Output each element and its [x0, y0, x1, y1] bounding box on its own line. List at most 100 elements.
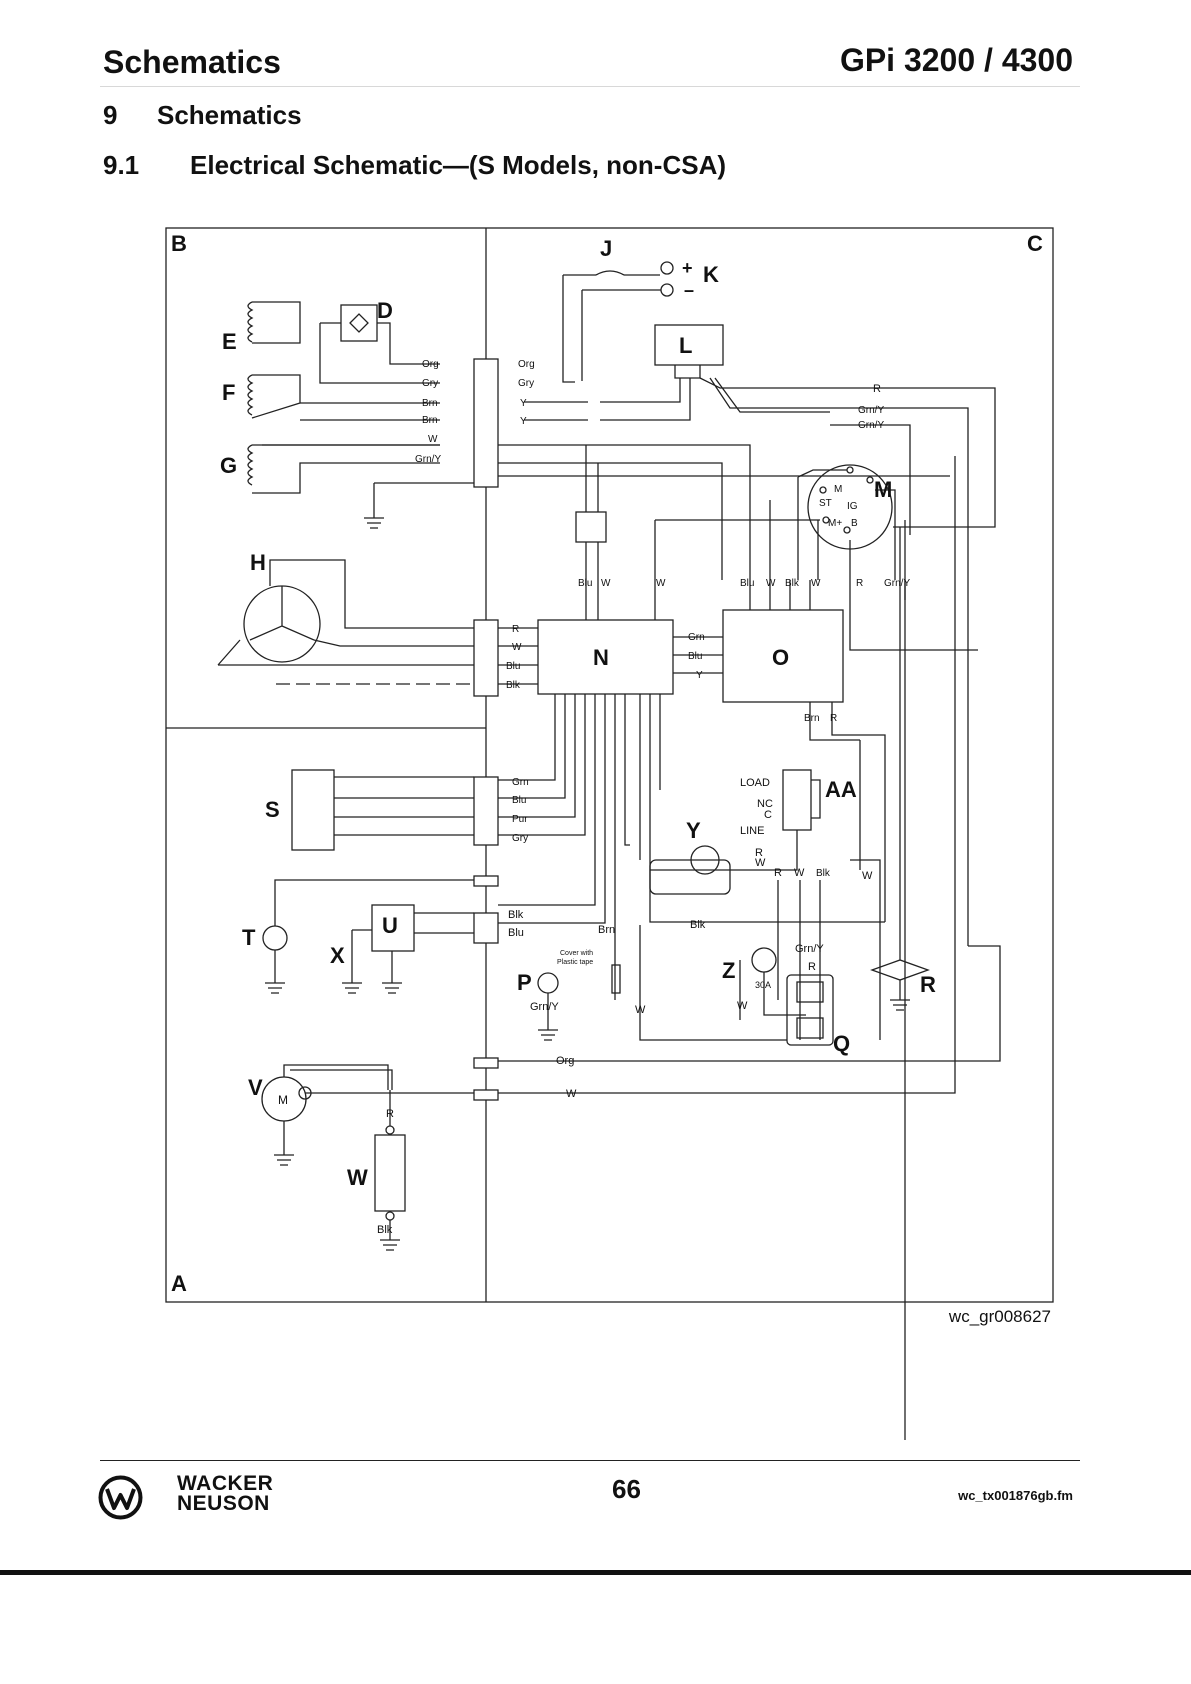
- wire-left-3: Brn: [422, 398, 438, 409]
- mid-wire-6: Blk: [785, 578, 800, 589]
- page-number: 66: [612, 1474, 641, 1504]
- label-R: R: [920, 972, 936, 997]
- wire-u-blk: Blk: [508, 909, 524, 921]
- motor-symbol: M: [278, 1093, 288, 1107]
- wire-stator-r: R: [512, 624, 519, 635]
- mid-wire-8: R: [856, 578, 863, 589]
- mid-wire-2: W: [601, 578, 611, 589]
- blk-wire: Blk: [690, 919, 706, 931]
- label-L: L: [679, 333, 692, 358]
- sensor-P: [537, 972, 559, 994]
- wire-right-3: Y: [520, 398, 527, 409]
- aa-c: C: [764, 809, 772, 821]
- header-rule: [100, 86, 1080, 87]
- w-wire-2: W: [737, 1000, 748, 1012]
- label-H: H: [250, 550, 266, 575]
- mid-wire-1: Blu: [578, 578, 592, 589]
- subsection-title: Electrical Schematic—(S Models, non-CSA): [190, 150, 727, 180]
- cover-note-2: Plastic tape: [557, 959, 593, 966]
- cover-note-1: Cover with: [560, 950, 593, 957]
- label-E: E: [222, 329, 237, 354]
- schematic-frame: [165, 227, 1054, 1303]
- y-bottom-w2: W: [862, 870, 873, 882]
- label-X: X: [330, 943, 345, 968]
- label-V: V: [248, 1075, 263, 1100]
- p-wire-brn: Brn: [598, 924, 615, 936]
- label-O: O: [772, 645, 789, 670]
- wire-s-blu: Blu: [512, 795, 526, 806]
- brand-line-1: WACKER: [177, 1472, 274, 1495]
- switch-b: B: [851, 518, 858, 529]
- label-U: U: [382, 913, 398, 938]
- wire-grny-2: Grn/Y: [858, 420, 884, 431]
- p-wire-grny: Grn/Y: [530, 1001, 559, 1013]
- wacker-neuson-logo-icon: [98, 1475, 143, 1520]
- wire-r-top: R: [873, 383, 881, 395]
- file-reference: wc_tx001876gb.fm: [958, 1488, 1073, 1503]
- model-name: GPi 3200 / 4300: [839, 42, 1073, 78]
- label-N: N: [593, 645, 609, 670]
- w-wire-1: W: [635, 1004, 646, 1016]
- area-label-a: A: [171, 1271, 187, 1296]
- brand-line-2: NEUSON: [177, 1492, 270, 1515]
- wire-w-bottom: W: [566, 1088, 577, 1100]
- coil-E: [247, 301, 301, 344]
- y-bottom-r: R: [774, 867, 782, 879]
- label-M: M: [874, 477, 892, 502]
- bottom-bar: [0, 1570, 1191, 1575]
- n-right-y: Y: [696, 670, 703, 681]
- rectifier-D: [340, 304, 378, 342]
- wire-left-1: Org: [422, 359, 439, 370]
- ground-lug-R: [870, 959, 930, 981]
- terminal-plus: +: [682, 258, 693, 278]
- module-N: [537, 619, 674, 695]
- section-number: 9: [103, 100, 118, 130]
- wire-stator-blu: Blu: [506, 661, 520, 672]
- switch-ig: IG: [847, 501, 858, 512]
- label-F: F: [222, 380, 235, 405]
- v-wire-r: R: [386, 1108, 394, 1120]
- area-label-b: B: [171, 231, 187, 256]
- wire-left-2: Gry: [422, 378, 438, 389]
- label-Q: Q: [833, 1031, 850, 1056]
- figure-reference: wc_gr008627: [948, 1307, 1051, 1326]
- label-T: T: [242, 925, 256, 950]
- label-D: D: [377, 298, 393, 323]
- mid-wire-7: W: [811, 578, 821, 589]
- module-U: [371, 904, 415, 952]
- n-right-blu: Blu: [688, 651, 702, 662]
- mid-wire-4: Blu: [740, 578, 754, 589]
- transformer-Y: [649, 859, 731, 895]
- label-S: S: [265, 797, 280, 822]
- footer-rule: [100, 1460, 1080, 1461]
- mid-wire-5: W: [766, 578, 776, 589]
- header-title: Schematics: [103, 44, 281, 80]
- wire-right-1: Org: [518, 359, 535, 370]
- twist-lock-Z: [751, 947, 777, 973]
- switch-mp: M+: [828, 518, 842, 529]
- switch-mn: M: [834, 484, 842, 495]
- subsection-number: 9.1: [103, 150, 140, 180]
- aa-nc: NC: [757, 798, 773, 810]
- wire-grny-1: Grn/Y: [858, 405, 884, 416]
- outlet-30a: 30A: [755, 980, 771, 990]
- area-label-c: C: [1027, 231, 1043, 256]
- o-bottom-r: R: [830, 713, 837, 724]
- wire-org-bottom: Org: [556, 1055, 574, 1067]
- label-Z: Z: [722, 958, 735, 983]
- n-right-grn: Grn: [688, 632, 705, 643]
- module-O: [722, 609, 844, 703]
- wire-u-blu: Blu: [508, 927, 524, 939]
- brand-name: WACKER NEUSON: [177, 1472, 274, 1515]
- wire-right-2: Gry: [518, 378, 534, 389]
- terminal-strip: [473, 358, 499, 1101]
- connector-S: [291, 769, 335, 851]
- o-bottom-brn: Brn: [804, 713, 820, 724]
- coil-F: [247, 374, 301, 419]
- q-wire-r: R: [808, 961, 816, 973]
- aa-line: LINE: [740, 825, 764, 837]
- wire-s-pur: Pur: [512, 814, 528, 825]
- wire-s-grn: Grn: [512, 777, 529, 788]
- wire-stator-blk: Blk: [506, 680, 521, 691]
